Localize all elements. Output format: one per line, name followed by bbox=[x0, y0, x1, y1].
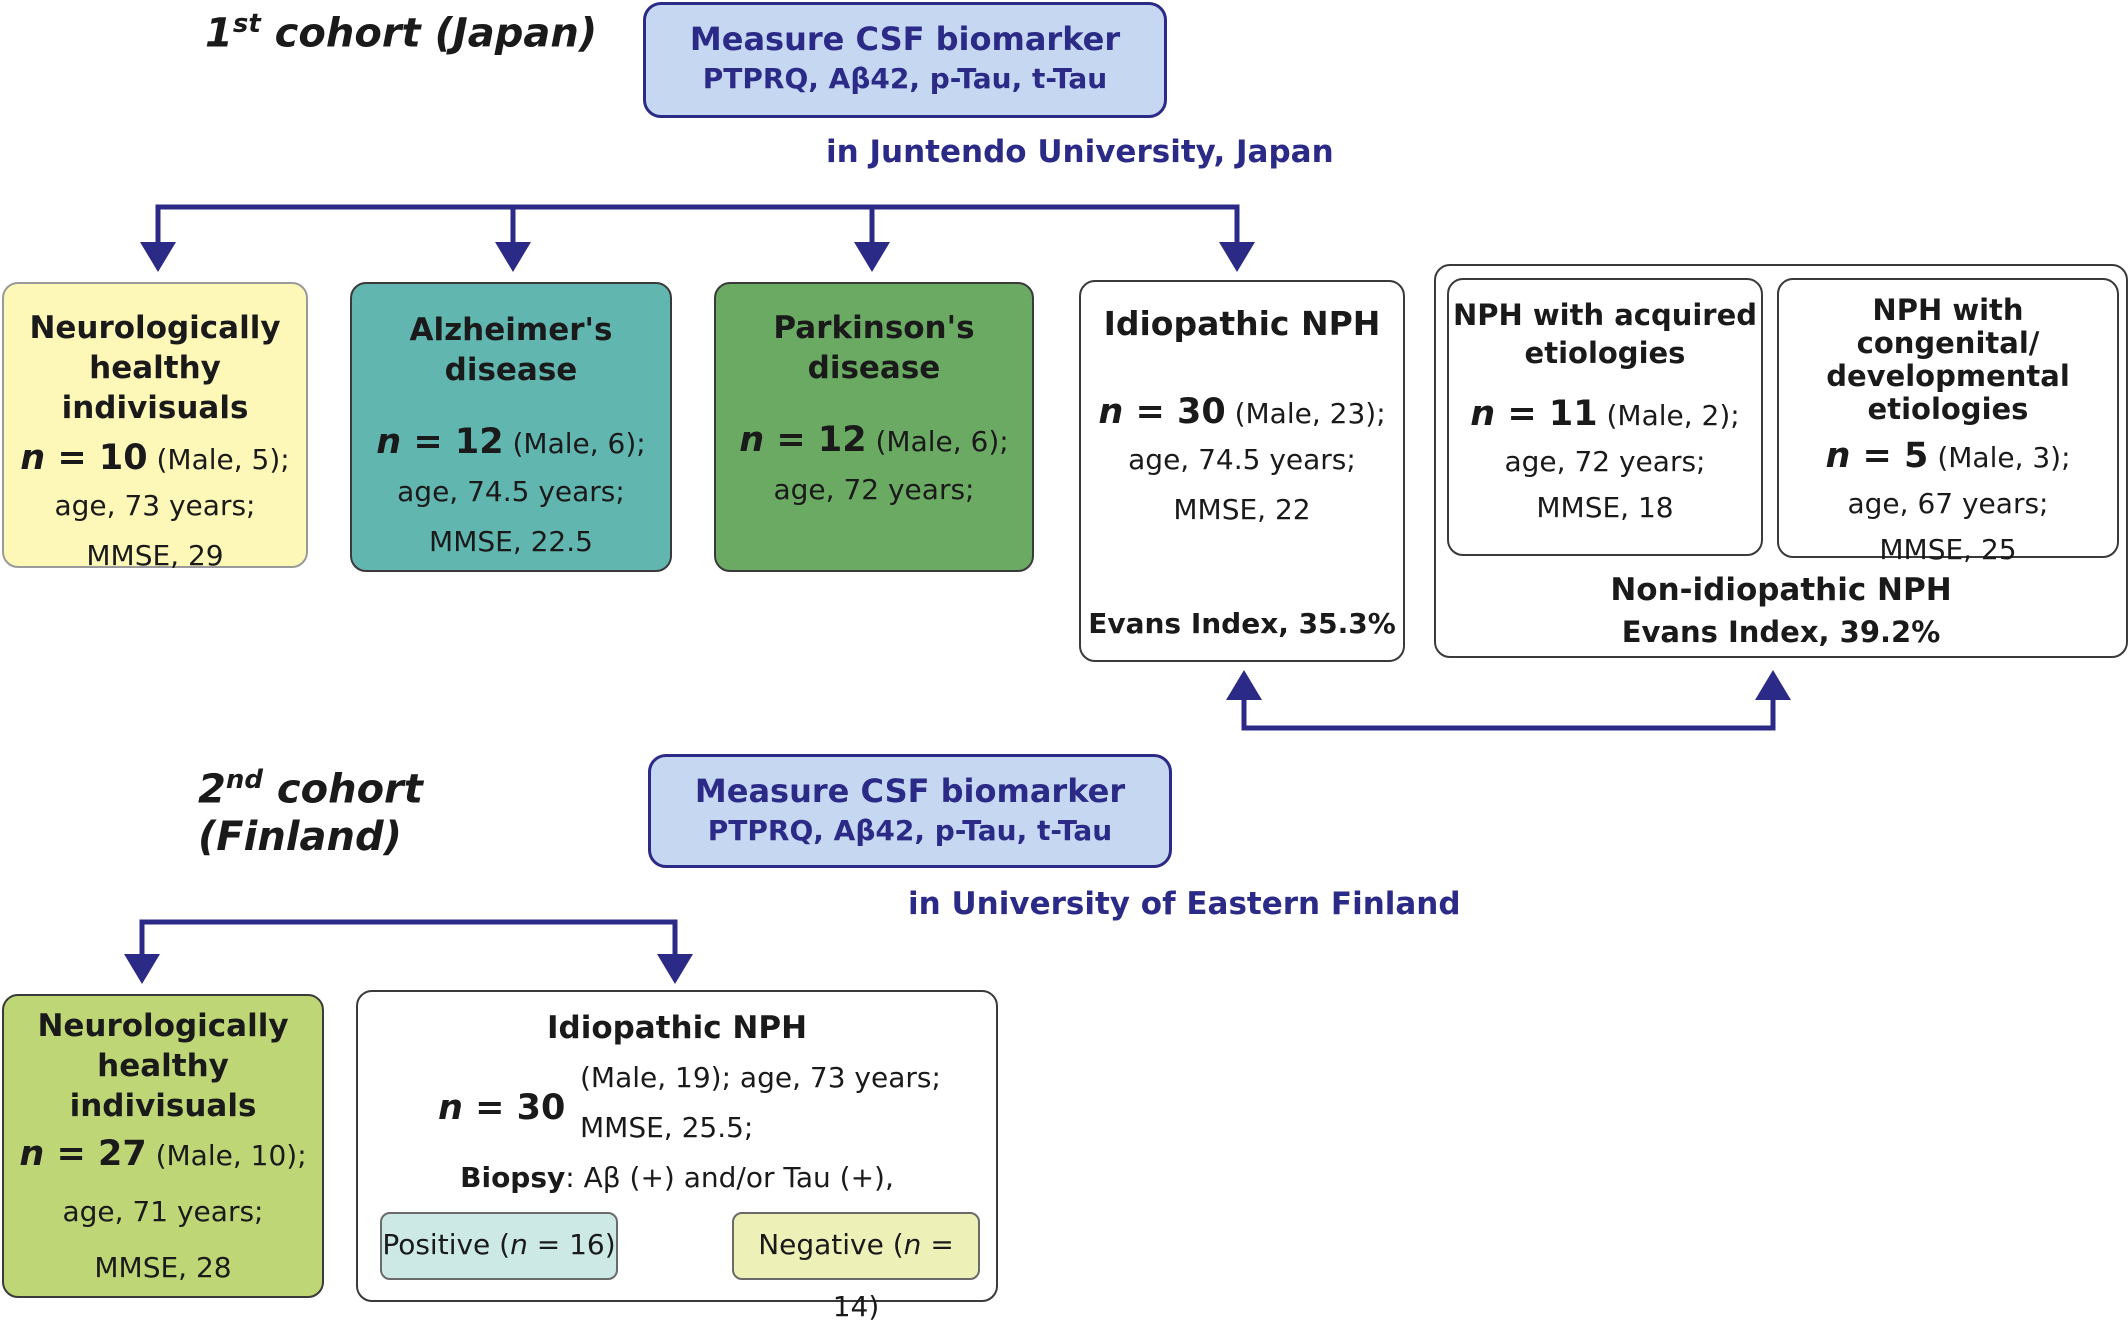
positive-subgroup: Positive (n = 16) bbox=[380, 1212, 618, 1280]
group-title: etiologies bbox=[1524, 336, 1686, 370]
cohort1-label: 1st cohort (Japan) bbox=[205, 9, 598, 57]
biopsy-text: Biopsy: Aβ (+) and/or Tau (+), bbox=[460, 1161, 894, 1194]
measure-markers: PTPRQ, Aβ42, p-Tau, t-Tau bbox=[702, 62, 1108, 95]
arrowhead-healthy-2 bbox=[124, 954, 160, 984]
group-title: etiologies bbox=[1867, 392, 2029, 426]
group-title: Non-idiopathic NPH bbox=[1610, 572, 1952, 608]
mmse-text: MMSE, 28 bbox=[94, 1251, 232, 1284]
measure-markers: PTPRQ, Aβ42, p-Tau, t-Tau bbox=[707, 814, 1113, 847]
age-text: age, 74.5 years; bbox=[1128, 443, 1356, 476]
group-title: NPH with acquired bbox=[1452, 298, 1758, 332]
arrowhead-inph bbox=[1219, 242, 1255, 272]
group-inph-japan: Idiopathic NPH n = 30 (Male, 23); age, 7… bbox=[1079, 280, 1405, 662]
cohort2-measure-box: Measure CSF biomarker PTPRQ, Aβ42, p-Tau… bbox=[648, 754, 1172, 868]
arrowhead-up-inph bbox=[1226, 670, 1262, 700]
n-count: n = 30 bbox=[438, 1088, 566, 1128]
group-healthy-finland: Neurologically healthy indivisuals n = 2… bbox=[2, 994, 324, 1298]
group-title: Parkinson's disease bbox=[773, 310, 975, 386]
group-title: NPH with congenital/ bbox=[1856, 293, 2040, 360]
evans-index: Evans Index, 35.3% bbox=[1088, 607, 1396, 640]
mmse-text: MMSE, 22.5 bbox=[429, 525, 593, 558]
group-healthy-japan: Neurologically healthy indivisuals n = 1… bbox=[2, 282, 308, 572]
n-count: n = 27 (Male, 10); bbox=[19, 1134, 307, 1174]
mmse-text: MMSE, 18 bbox=[1536, 491, 1674, 524]
group-congenital: NPH with congenital/ developmental etiol… bbox=[1777, 278, 2119, 566]
negative-subgroup: Negative (n = 14) bbox=[732, 1212, 980, 1323]
arrowhead-healthy bbox=[140, 242, 176, 272]
mmse-text: MMSE, 29 bbox=[86, 539, 224, 572]
age-text: age, 73 years; bbox=[54, 489, 256, 522]
arrowhead-inph-2 bbox=[657, 954, 693, 984]
n-count: n = 30 (Male, 23); bbox=[1098, 392, 1386, 432]
age-text: age, 72 years; bbox=[1504, 445, 1706, 478]
group-title: Idiopathic NPH bbox=[546, 1010, 808, 1046]
arrowhead-alzheimer bbox=[495, 242, 531, 272]
group-title: Neurologically bbox=[37, 1008, 289, 1044]
n-count: n = 12 (Male, 6); bbox=[739, 420, 1009, 460]
demographics-text: (Male, 19); age, 73 years; bbox=[580, 1061, 941, 1094]
group-title: healthy indivisuals bbox=[69, 1048, 257, 1124]
n-count: n = 11 (Male, 2); bbox=[1470, 394, 1740, 434]
mmse-text: MMSE, 22 bbox=[1173, 493, 1311, 526]
n-count: n = 12 (Male, 6); bbox=[376, 422, 646, 462]
group-acquired: NPH with acquired etiologies n = 11 (Mal… bbox=[1447, 278, 1763, 556]
mmse-text: MMSE, 25 bbox=[1879, 533, 2017, 566]
evans-index: Evans Index, 39.2% bbox=[1621, 615, 1941, 649]
cohort2-label: 2nd cohort (Finland) bbox=[198, 765, 423, 861]
mmse-text: MMSE, 25.5; bbox=[580, 1111, 754, 1144]
arrowhead-parkinson bbox=[854, 242, 890, 272]
age-text: age, 71 years; bbox=[62, 1195, 264, 1228]
measure-title: Measure CSF biomarker bbox=[694, 772, 1126, 810]
group-title: healthy indivisuals bbox=[61, 350, 249, 426]
cohort1-location: in Juntendo University, Japan bbox=[826, 134, 1334, 170]
n-count: n = 5 (Male, 3); bbox=[1825, 436, 2071, 476]
group-title: Idiopathic NPH bbox=[1103, 304, 1381, 343]
age-text: age, 67 years; bbox=[1847, 487, 2049, 520]
cohort1-measure-box: Measure CSF biomarker PTPRQ, Aβ42, p-Tau… bbox=[643, 2, 1167, 118]
group-title: developmental bbox=[1826, 359, 2070, 393]
group-parkinson: Parkinson's disease n = 12 (Male, 6); ag… bbox=[714, 282, 1034, 572]
cohort2-location: in University of Eastern Finland bbox=[908, 886, 1461, 922]
measure-title: Measure CSF biomarker bbox=[689, 20, 1121, 58]
age-text: age, 72 years; bbox=[773, 473, 975, 506]
n-count: n = 10 (Male, 5); bbox=[20, 438, 290, 478]
arrowhead-up-non-idiopathic bbox=[1755, 670, 1791, 700]
age-text: age, 74.5 years; bbox=[397, 475, 625, 508]
group-title: Alzheimer's disease bbox=[409, 312, 613, 388]
group-alzheimer: Alzheimer's disease n = 12 (Male, 6); ag… bbox=[350, 282, 672, 572]
group-title: Neurologically bbox=[29, 310, 281, 346]
